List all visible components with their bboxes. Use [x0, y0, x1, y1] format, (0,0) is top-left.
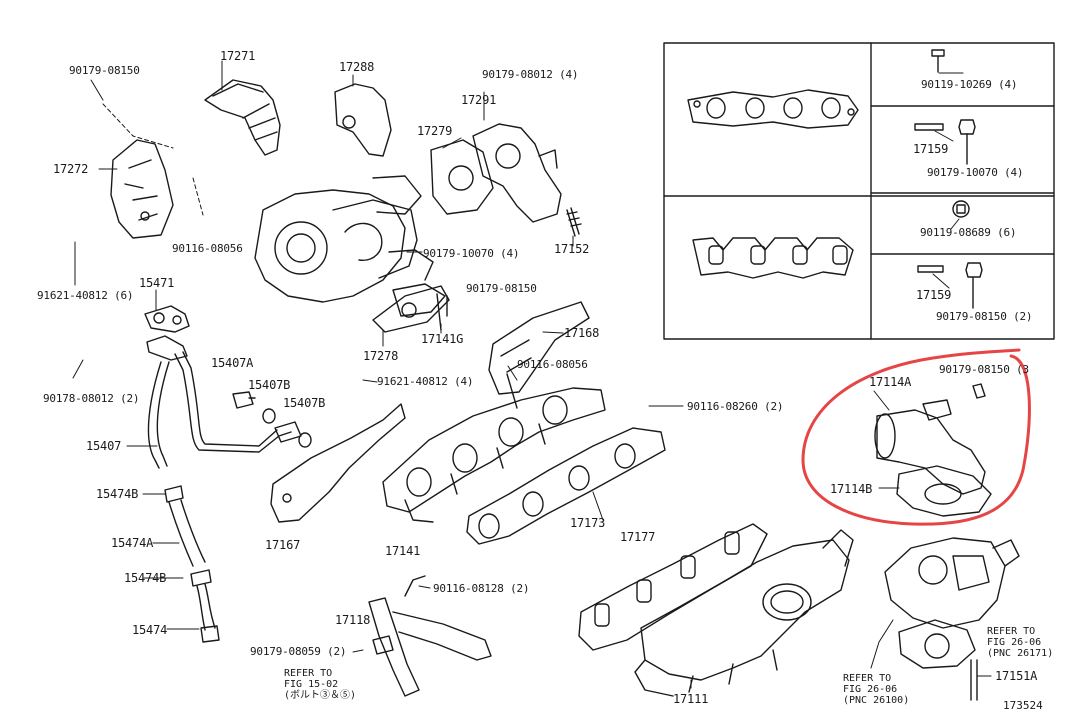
water-outlet-17114a — [874, 383, 986, 495]
heat-insulator-17167 — [270, 403, 406, 523]
label-15474b-b: 15474B — [124, 571, 167, 585]
label-15407b-b: 15407B — [283, 396, 326, 410]
label-90119-10269-4: 90119-10269 (4) — [921, 78, 1018, 91]
inset-exhaust-gasket — [687, 89, 859, 129]
exhaust-gasket-17173 — [466, 427, 666, 545]
heat-insulator-17168 — [488, 301, 590, 409]
label-90119-08689-6: 90119-08689 (6) — [920, 226, 1017, 239]
stud-17152 — [566, 207, 582, 237]
turbocharger — [254, 175, 446, 317]
leader-lines — [72, 60, 992, 689]
oil-pipe-15471 — [144, 305, 190, 361]
gasket-17114b — [896, 465, 992, 517]
refer-note-line: (PNC 26100) — [843, 695, 910, 706]
label-15407a: 15407A — [211, 356, 254, 370]
label-17279: 17279 — [417, 124, 453, 138]
turbine-elbow-17291 — [430, 123, 562, 223]
label-17141g: 17141G — [421, 332, 464, 346]
label-17278: 17278 — [363, 349, 399, 363]
label-90178-08012-2: 90178-08012 (2) — [43, 392, 140, 405]
refer-note-line: FIG 26-06 — [987, 637, 1042, 648]
label-90179-08150-3: 90179-08150 (3 — [939, 363, 1029, 376]
label-17114a: 17114A — [869, 375, 912, 389]
refer-note-line: REFER TO — [284, 668, 333, 679]
label-91621-40812-4: 91621-40812 (4) — [377, 375, 474, 388]
refer-note-line: (PNC 26171) — [987, 648, 1054, 659]
label-15471: 15471 — [139, 276, 175, 290]
label-90179-08059-2: 90179-08059 (2) — [250, 645, 347, 658]
oil-hose-15474 — [164, 485, 220, 643]
gasket-inset-box — [663, 42, 1055, 340]
intake-manifold-17111 — [634, 529, 854, 697]
heat-insulator-17271 — [204, 79, 281, 156]
label-90179-08150-2: 90179-08150 (2) — [936, 310, 1033, 323]
inset-intake-gasket — [692, 237, 854, 279]
gasket-17278 — [372, 285, 450, 333]
heat-insulator-17272 — [110, 139, 174, 239]
stud-17151a — [970, 659, 978, 701]
label-90179-10070-4a: 90179-10070 (4) — [423, 247, 520, 260]
label-15474: 15474 — [132, 623, 168, 637]
label-17111: 17111 — [673, 692, 709, 706]
label-17114b: 17114B — [830, 482, 873, 496]
refer-note-line: REFER TO — [987, 626, 1036, 637]
label-90116-08056-b: 90116-08056 — [517, 358, 588, 371]
label-17173: 17173 — [570, 516, 606, 530]
refer-note-fig-26-06-a: REFER TO FIG 26-06 (PNC 26100) — [843, 673, 909, 706]
inset-fasteners — [914, 49, 983, 309]
stay-17118 — [368, 575, 492, 697]
label-17168: 17168 — [564, 326, 600, 340]
label-17288: 17288 — [339, 60, 375, 74]
label-17152: 17152 — [554, 242, 590, 256]
label-17159-b: 17159 — [916, 288, 952, 302]
label-17151a: 17151A — [995, 669, 1038, 683]
label-91621-40812-6: 91621-40812 (6) — [37, 289, 134, 302]
label-90116-08260-2: 90116-08260 (2) — [687, 400, 784, 413]
page-number: 173524 — [1003, 699, 1043, 712]
throttle-gasket — [898, 619, 976, 669]
heat-insulator-17288 — [334, 83, 392, 157]
label-17177: 17177 — [620, 530, 656, 544]
intake-gasket-17177 — [578, 523, 768, 651]
oil-pipe-15407 — [147, 351, 302, 469]
label-90179-08150-b: 90179-08150 — [466, 282, 537, 295]
label-17272: 17272 — [53, 162, 89, 176]
label-17291: 17291 — [461, 93, 497, 107]
refer-note-line: (ボルト③＆⑤) — [284, 690, 357, 701]
label-15474b-a: 15474B — [96, 487, 139, 501]
label-90179-08150-a: 90179-08150 — [69, 64, 140, 77]
diagram-sheet: 90179-08150 17271 17288 90179-08012 (4) … — [33, 0, 1063, 726]
label-15407b-a: 15407B — [248, 378, 291, 392]
refer-note-line: FIG 15-02 — [284, 679, 339, 690]
label-17159-a: 17159 — [913, 142, 949, 156]
label-17271: 17271 — [220, 49, 256, 63]
throttle-body — [884, 537, 1020, 629]
label-17167: 17167 — [265, 538, 301, 552]
washers-15407b — [262, 408, 312, 448]
label-17118: 17118 — [335, 613, 371, 627]
refer-note-line: REFER TO — [843, 673, 892, 684]
parts-diagram-artwork — [72, 42, 1055, 701]
label-90179-08012-4: 90179-08012 (4) — [482, 68, 579, 81]
label-90179-10070-4b: 90179-10070 (4) — [927, 166, 1024, 179]
exhaust-manifold-17141 — [382, 387, 606, 523]
refer-note-line: FIG 26-06 — [843, 684, 898, 695]
label-90116-08128-2: 90116-08128 (2) — [433, 582, 530, 595]
red-highlight-circle — [801, 348, 1031, 526]
union-bolt-15407a — [232, 391, 256, 409]
refer-note-fig-15-02: REFER TO FIG 15-02 (ボルト③＆⑤) — [284, 668, 356, 701]
label-17141: 17141 — [385, 544, 421, 558]
refer-note-fig-26-06-b: REFER TO FIG 26-06 (PNC 26171) — [987, 626, 1053, 659]
label-90116-08056-a: 90116-08056 — [172, 242, 243, 255]
label-15474a: 15474A — [111, 536, 154, 550]
label-15407: 15407 — [86, 439, 122, 453]
